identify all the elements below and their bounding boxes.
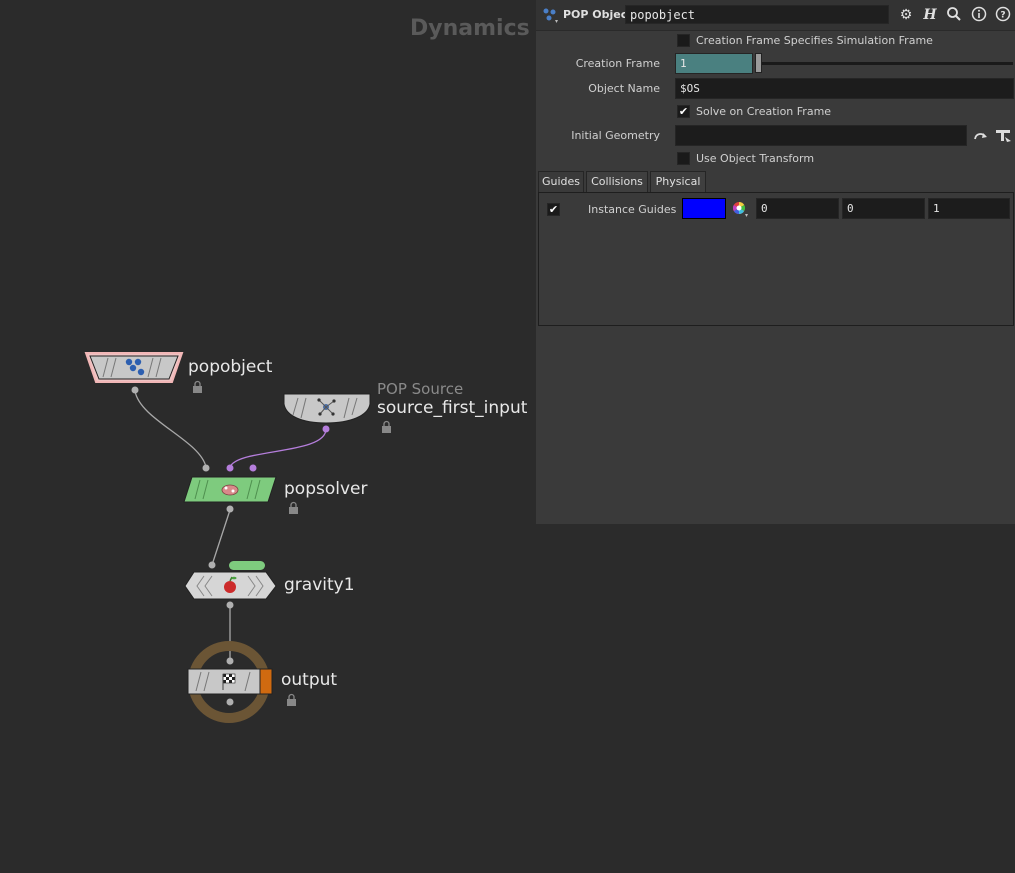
wire-source-to-popsolver (229, 428, 327, 468)
lock-icon[interactable] (193, 380, 202, 394)
parameter-header: POP Object popobject ⚙ H ? (536, 0, 1015, 31)
popsolver-output-connector[interactable] (226, 505, 234, 513)
popsolver-input-2[interactable] (226, 464, 234, 472)
lock-icon[interactable] (287, 693, 296, 707)
output-display-flag[interactable] (259, 668, 273, 695)
gravity-flag-badge (229, 561, 265, 570)
creation-frame-label: Creation Frame (575, 57, 660, 70)
popsolver-input-3[interactable] (249, 464, 257, 472)
instance-guides-color-b[interactable]: 1 (928, 198, 1010, 219)
instance-guides-label: Instance Guides (588, 203, 677, 216)
initial-geometry-label: Initial Geometry (571, 129, 660, 142)
op-type-label: POP Object (563, 8, 633, 21)
creation-frame-specifies-sim-checkbox[interactable] (677, 34, 690, 47)
use-object-transform-checkbox[interactable] (677, 152, 690, 165)
node-type-label-source: POP Source (377, 380, 464, 398)
operator-chooser-icon[interactable] (995, 127, 1013, 145)
popsolver-input-1[interactable] (202, 464, 210, 472)
instance-guides-color-g[interactable]: 0 (842, 198, 925, 219)
pop-object-icon (125, 358, 145, 376)
instance-guides-color-swatch[interactable] (682, 198, 726, 219)
output-output-connector[interactable] (226, 698, 234, 706)
creation-frame-slider-track[interactable] (756, 62, 1013, 65)
checkered-flag-icon (222, 673, 236, 690)
parameter-pane: POP Object popobject ⚙ H ? Creation Fram… (536, 0, 1015, 524)
jump-to-operator-icon[interactable] (973, 128, 989, 144)
network-context-title: Dynamics (410, 16, 530, 41)
solve-on-creation-label: Solve on Creation Frame (696, 105, 832, 118)
tab-physical[interactable]: Physical (650, 171, 706, 192)
object-name-field[interactable]: $OS (675, 78, 1014, 99)
node-label-output[interactable]: output (281, 670, 338, 690)
object-name-label: Object Name (588, 82, 660, 95)
initial-geometry-field[interactable] (675, 125, 967, 146)
pop-solver-icon (221, 484, 239, 496)
help-h-icon[interactable]: H (923, 7, 937, 23)
question-icon[interactable]: ? (994, 6, 1012, 24)
node-label-gravity1[interactable]: gravity1 (284, 575, 355, 595)
gravity-output-connector[interactable] (226, 601, 234, 609)
node-popobject[interactable] (84, 352, 184, 394)
guides-tab-panel: ✔ Instance Guides 0 0 1 (538, 192, 1014, 326)
gravity-input-connector[interactable] (208, 561, 216, 569)
lock-icon[interactable] (382, 420, 391, 434)
node-source-first-input[interactable] (283, 393, 371, 433)
gear-icon[interactable]: ⚙ (899, 7, 913, 23)
node-label-popsolver[interactable]: popsolver (284, 479, 368, 499)
svg-text:?: ? (1000, 11, 1005, 21)
node-output[interactable] (187, 641, 273, 723)
wire-popsolver-to-gravity (211, 509, 231, 566)
use-object-transform-label: Use Object Transform (696, 152, 815, 165)
lock-icon[interactable] (289, 501, 298, 515)
output-input-connector[interactable] (226, 657, 234, 665)
pop-object-op-icon[interactable] (542, 7, 558, 23)
node-label-source-first-input[interactable]: source_first_input (377, 398, 528, 418)
pop-source-icon (317, 398, 336, 416)
creation-frame-field[interactable]: 1 (675, 53, 753, 74)
color-wheel-icon[interactable] (732, 201, 748, 217)
source-output-connector[interactable] (322, 425, 330, 433)
instance-guides-color-r[interactable]: 0 (756, 198, 839, 219)
node-gravity1[interactable] (184, 561, 277, 609)
tab-collisions[interactable]: Collisions (586, 171, 648, 192)
info-icon[interactable] (970, 6, 988, 24)
wire-popobject-to-popsolver (134, 390, 207, 468)
node-name-field[interactable]: popobject (625, 5, 889, 24)
creation-frame-slider-handle[interactable] (755, 53, 762, 73)
creation-frame-specifies-sim-label: Creation Frame Specifies Simulation Fram… (696, 34, 933, 47)
tab-guides[interactable]: Guides (538, 171, 584, 192)
solve-on-creation-checkbox[interactable]: ✔ (677, 105, 690, 118)
instance-guides-checkbox[interactable]: ✔ (547, 203, 560, 216)
gravity-apple-icon (224, 576, 237, 593)
node-popsolver[interactable] (183, 464, 277, 513)
popobject-output-connector[interactable] (131, 386, 139, 394)
node-label-popobject[interactable]: popobject (188, 357, 273, 377)
search-icon[interactable] (945, 6, 963, 24)
